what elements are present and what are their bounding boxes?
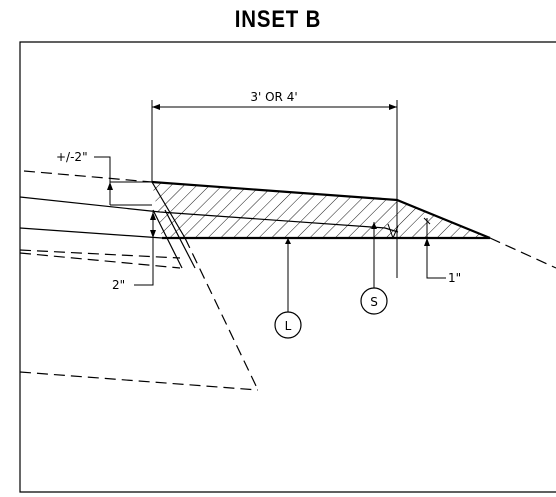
- dashed-bottom-grade: [19, 371, 259, 391]
- dashed-left-grade-b: [19, 252, 181, 269]
- inset-title: INSET B: [234, 6, 322, 33]
- tolerance-arrow: [107, 182, 113, 190]
- existing-surface-line: [19, 196, 399, 233]
- hatched-wedge: [152, 182, 490, 238]
- tolerance-label: +/-2": [56, 150, 88, 164]
- dashed-slope: [184, 237, 259, 391]
- offset-label: 1": [448, 271, 461, 285]
- tolerance-leader: [94, 156, 111, 205]
- edge-line-c: [164, 209, 196, 269]
- offset-arrow: [424, 238, 430, 246]
- line-marker-arrow: [285, 238, 291, 244]
- surface-tick: [423, 217, 431, 225]
- surface-break-mark: [387, 223, 399, 240]
- edge-line-a: [151, 181, 186, 239]
- width-dimension-label: 3' OR 4': [250, 90, 297, 104]
- line-marker-circle: [274, 311, 302, 339]
- drawing-border: [19, 41, 556, 493]
- dashed-left-grade-a: [19, 249, 181, 259]
- dashed-right-grade: [489, 237, 556, 269]
- depth-label: 2": [112, 278, 125, 292]
- surface-marker-arrow: [371, 222, 377, 229]
- existing-lower-line: [19, 227, 163, 239]
- width-dim-arrow-right: [389, 104, 397, 110]
- edge-line-b: [152, 209, 183, 269]
- depth-arrow-top: [150, 212, 156, 220]
- surface-marker-circle: [360, 287, 388, 315]
- width-dim-arrow-left: [152, 104, 160, 110]
- line-marker-label: L: [285, 319, 292, 333]
- depth-arrow-bottom: [150, 230, 156, 238]
- surface-marker-label: S: [370, 295, 378, 309]
- depth-leader: [134, 212, 154, 286]
- dashed-top-grade: [23, 170, 153, 183]
